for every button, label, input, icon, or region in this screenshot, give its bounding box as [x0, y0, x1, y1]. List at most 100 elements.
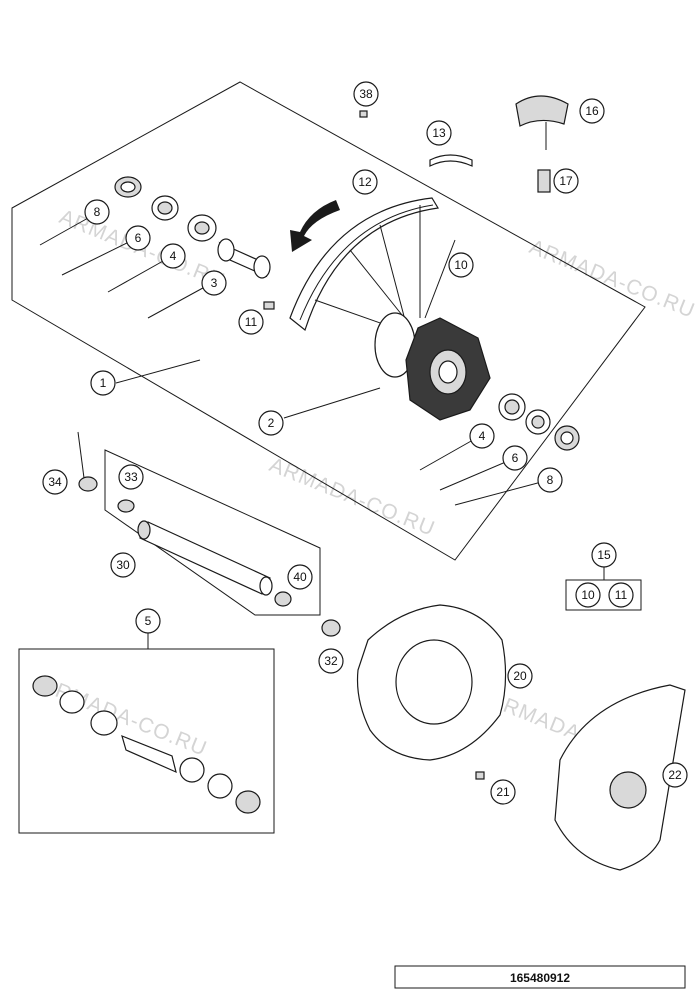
- callout-label: 40: [293, 570, 307, 584]
- callout-13[interactable]: 13: [426, 120, 452, 146]
- callout-6-right[interactable]: 6: [502, 445, 528, 471]
- rim-part: [289, 197, 439, 332]
- axle-end: [259, 576, 273, 596]
- leader-line: [454, 479, 550, 506]
- callout-label: 3: [211, 276, 218, 290]
- callout-20[interactable]: 20: [507, 663, 533, 689]
- callout-5[interactable]: 5: [135, 608, 161, 634]
- callout-16[interactable]: 16: [579, 98, 605, 124]
- callout-label: 33: [124, 470, 138, 484]
- spacer-ring-inner: [531, 415, 545, 429]
- watermark-text: ARMADA-CO.RU: [38, 673, 210, 760]
- oil-seal-inner: [560, 431, 574, 445]
- callout-34[interactable]: 34: [42, 469, 68, 495]
- pinch-bolt-head: [78, 476, 98, 492]
- distance-sleeve-end: [217, 238, 235, 262]
- callout-8-right[interactable]: 8: [537, 467, 563, 493]
- callout-label: 4: [170, 249, 177, 263]
- axle-ring-part: [117, 499, 135, 513]
- screw-part: [263, 301, 275, 310]
- callout-label: 32: [324, 654, 338, 668]
- callout-label: 10: [454, 258, 468, 272]
- callout-label: 20: [513, 669, 527, 683]
- screw-part: [475, 771, 485, 780]
- screw-kit-frame: [565, 579, 642, 611]
- spoke: [379, 224, 406, 321]
- callout-22[interactable]: 22: [662, 762, 688, 788]
- watermark-text: ARMADA-CO.RU: [526, 235, 698, 322]
- oil-seal-part: [32, 675, 58, 697]
- callout-11[interactable]: 11: [238, 309, 264, 335]
- bearing-part: [90, 710, 118, 736]
- callout-11-kit[interactable]: 11: [608, 582, 634, 608]
- callout-12[interactable]: 12: [352, 169, 378, 195]
- axle-part: [139, 521, 271, 595]
- rim-lock-nut-part: [537, 169, 551, 193]
- rim-tape-part: [429, 154, 473, 167]
- callout-label: 17: [559, 174, 573, 188]
- pinch-bolt-rod: [77, 431, 85, 479]
- rim-inner-line: [299, 204, 434, 321]
- leader-line: [439, 457, 516, 491]
- bearing-part: [179, 757, 205, 783]
- callout-label: 1: [100, 376, 107, 390]
- callout-label: 6: [512, 451, 519, 465]
- callout-label: 21: [496, 785, 510, 799]
- leader-line: [283, 387, 381, 419]
- distance-sleeve-end: [253, 255, 271, 279]
- callout-8-left[interactable]: 8: [84, 199, 110, 225]
- callout-10[interactable]: 10: [448, 252, 474, 278]
- callout-label: 6: [135, 231, 142, 245]
- bearing-inner: [504, 399, 520, 415]
- callout-label: 2: [268, 416, 275, 430]
- callout-33[interactable]: 33: [118, 464, 144, 490]
- valve-cap-part: [359, 110, 368, 118]
- leader-line: [419, 435, 481, 471]
- drawing-number-frame: [394, 965, 686, 989]
- drawing-number: 165480912: [510, 971, 570, 985]
- hub-bore: [438, 360, 458, 384]
- guard-hub-mount: [609, 771, 647, 809]
- callout-3[interactable]: 3: [201, 270, 227, 296]
- distance-sleeve-part: [121, 734, 177, 774]
- axle-end: [137, 520, 151, 540]
- callout-21[interactable]: 21: [490, 779, 516, 805]
- bearing-kit-frame: [18, 648, 275, 834]
- rim-lock-part: [515, 95, 569, 127]
- callout-4-left[interactable]: 4: [160, 243, 186, 269]
- callout-10-kit[interactable]: 10: [575, 582, 601, 608]
- callout-label: 13: [432, 126, 446, 140]
- oil-seal-inner: [120, 181, 136, 193]
- spacer-ring-part: [59, 690, 85, 714]
- nut-part: [321, 619, 341, 637]
- callout-17[interactable]: 17: [553, 168, 579, 194]
- leader-line: [107, 255, 173, 293]
- callout-32[interactable]: 32: [318, 648, 344, 674]
- axle-nut-part: [274, 591, 292, 607]
- callout-label: 10: [581, 588, 595, 602]
- oil-seal-part: [235, 790, 261, 814]
- callout-label: 8: [94, 205, 101, 219]
- callout-label: 8: [547, 473, 554, 487]
- spoke: [424, 239, 456, 319]
- leader-line: [147, 282, 213, 319]
- spoke: [349, 249, 411, 326]
- callout-40[interactable]: 40: [287, 564, 313, 590]
- callout-label: 11: [615, 588, 628, 602]
- wheel-assembly-frame: [11, 81, 646, 561]
- callout-label: 34: [48, 475, 62, 489]
- bearing-inner: [194, 221, 210, 235]
- callout-1[interactable]: 1: [90, 370, 116, 396]
- callout-2[interactable]: 2: [258, 410, 284, 436]
- callout-6-left[interactable]: 6: [125, 225, 151, 251]
- leader-line: [115, 359, 201, 384]
- callout-30[interactable]: 30: [110, 552, 136, 578]
- rotation-direction-arrow-icon: [290, 200, 340, 252]
- spacer-ring-part: [207, 773, 233, 799]
- spacer-ring-inner: [157, 201, 173, 215]
- callout-4-right[interactable]: 4: [469, 423, 495, 449]
- callout-15[interactable]: 15: [591, 542, 617, 568]
- callout-38[interactable]: 38: [353, 81, 379, 107]
